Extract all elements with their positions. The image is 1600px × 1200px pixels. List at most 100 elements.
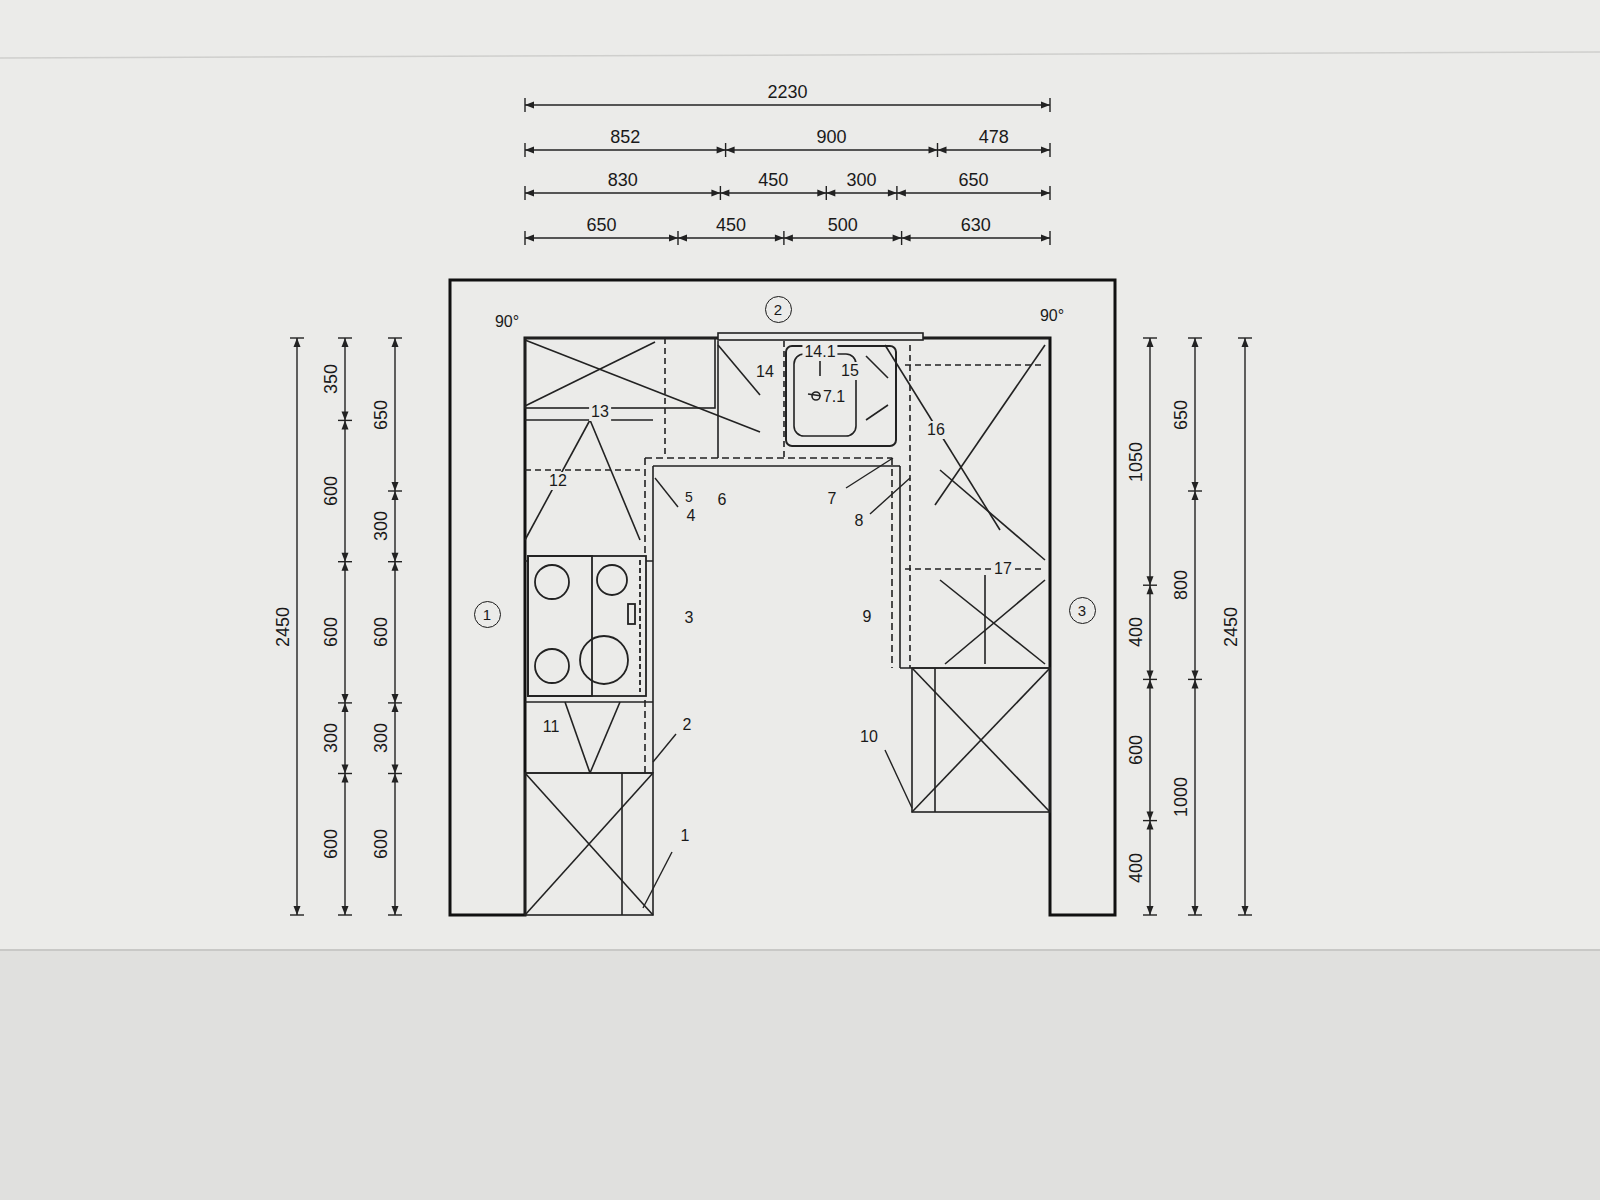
dimension-line (296, 338, 297, 915)
dimension-arrow (1147, 576, 1154, 585)
dimension-label: 500 (826, 215, 860, 235)
dimension-arrow (1147, 812, 1154, 821)
hob-ring (535, 565, 569, 599)
callout-number: 13 (589, 403, 611, 421)
dimension-arrow (938, 147, 947, 154)
dimension-label: 478 (977, 127, 1011, 147)
hob-knob (628, 604, 635, 624)
dimension-arrow (1192, 906, 1199, 915)
dimension-arrow (1147, 338, 1154, 347)
dimension-arrow (929, 147, 938, 154)
cabinet-edge (984, 575, 986, 664)
worktop-dashed (645, 458, 892, 773)
dimension-arrow (897, 190, 906, 197)
dimension-arrow (711, 190, 720, 197)
cooktop (528, 556, 646, 696)
cabinet-dashed (525, 469, 640, 471)
dimension-label: 600 (321, 827, 341, 861)
cabinet-dashed (783, 341, 785, 458)
dimension-line (1194, 338, 1195, 915)
dimension-arrow (1147, 821, 1154, 830)
callout-number: 5 (683, 489, 695, 505)
callout-number: 8 (853, 512, 866, 530)
cabinet-cross (935, 345, 1045, 505)
dimension-label: 650 (584, 215, 618, 235)
dimension-arrow (392, 765, 399, 774)
dimension-line (525, 104, 1050, 105)
splash-bar (718, 333, 923, 340)
callout-number: 16 (925, 421, 947, 439)
cabinet-edge (717, 341, 719, 458)
dimension-arrow (1041, 147, 1050, 154)
callout-number: 1 (679, 827, 692, 845)
cabinet-cross (525, 342, 655, 406)
cabinet-cross (590, 420, 640, 540)
dimension-label: 450 (714, 215, 748, 235)
wall-number: 3 (1078, 603, 1086, 618)
dimension-arrow (669, 235, 678, 242)
cabinet-cross (525, 773, 653, 915)
dimension-arrow (817, 190, 826, 197)
dimension-label: 1000 (1171, 775, 1191, 819)
drainer (866, 405, 888, 420)
dimension-arrow (1147, 679, 1154, 688)
dimension-label: 300 (321, 721, 341, 755)
cabinet-edge (934, 668, 936, 812)
dimension-arrow (1147, 670, 1154, 679)
dimension-arrow (392, 694, 399, 703)
wall-circle: 2 (765, 296, 792, 323)
dimension-arrow (1041, 235, 1050, 242)
callout-number: 15 (839, 362, 861, 380)
sink (786, 346, 896, 446)
callout-number: 9 (861, 608, 874, 626)
leader-line (655, 478, 678, 507)
dimension-arrow (826, 190, 835, 197)
dimension-arrow (726, 147, 735, 154)
dimension-arrow (1192, 491, 1199, 500)
paper-fold (0, 949, 1600, 951)
dimension-arrow (342, 411, 349, 420)
angle-label: 90° (493, 313, 521, 331)
callout-number: 4 (685, 507, 698, 525)
cabinet-dashed (909, 345, 911, 668)
cooktop-frame (528, 556, 646, 696)
dimension-arrow (893, 235, 902, 242)
callout-number: 14.1 (802, 343, 837, 361)
dimension-arrow (525, 102, 534, 109)
angle-label: 90° (1038, 307, 1066, 325)
hob-ring (580, 636, 628, 684)
tall-cabinet (525, 773, 653, 915)
cabinet-cross (565, 702, 590, 773)
leader-line (643, 852, 672, 908)
dimension-arrow (1147, 585, 1154, 594)
callout-number: 10 (858, 728, 880, 746)
callout-number: 7.1 (821, 388, 847, 406)
dimension-arrow (775, 235, 784, 242)
dimension-arrow (392, 562, 399, 571)
dimension-label: 830 (606, 170, 640, 190)
dimension-arrow (294, 906, 301, 915)
cabinet-cross (525, 420, 590, 540)
dimension-arrow (888, 190, 897, 197)
dimension-arrow (342, 774, 349, 783)
dimension-label: 600 (321, 615, 341, 649)
dimension-arrow (342, 338, 349, 347)
dimension-label: 400 (1126, 851, 1146, 885)
dimension-line (525, 192, 1050, 193)
leader-line (870, 478, 910, 514)
dimension-arrow (342, 694, 349, 703)
callout-number: 12 (547, 472, 569, 490)
dimension-arrow (1242, 906, 1249, 915)
dimension-line (1244, 338, 1245, 915)
dimension-arrow (342, 562, 349, 571)
wall-outline (450, 280, 1115, 915)
dimension-line (394, 338, 395, 915)
dimension-arrow (392, 553, 399, 562)
callout-number: 2 (681, 716, 694, 734)
cooktop-inner (528, 556, 592, 696)
wall-number: 1 (483, 607, 491, 622)
cabinet-dashed (905, 568, 1045, 570)
dimension-label: 2450 (273, 604, 293, 648)
dimension-arrow (342, 553, 349, 562)
